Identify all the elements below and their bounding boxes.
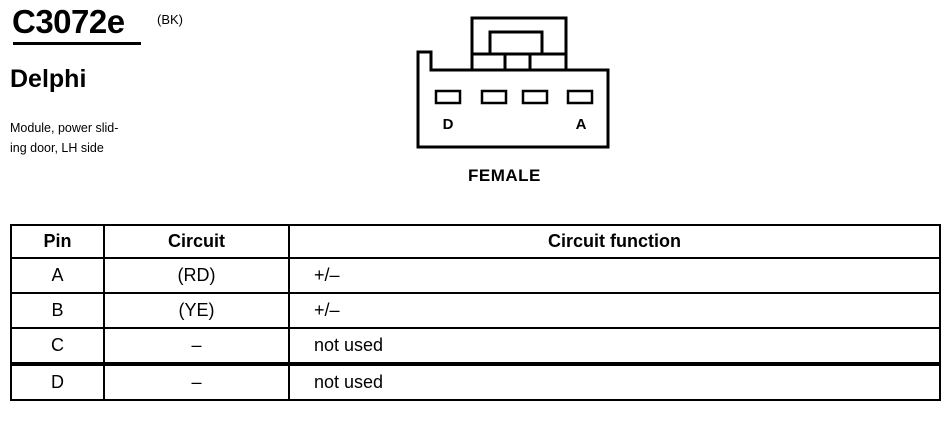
pin-cavity-a [566,89,594,105]
latch-window [488,30,544,56]
pin-cell: B [10,292,105,329]
circuit-cell: – [103,362,290,401]
pin-label-left: D [443,116,454,133]
connector-code: C3072e [12,3,125,40]
code-underline [13,42,141,45]
pin-cavity-b [521,89,549,105]
pin-cell: A [10,257,105,294]
latch-ridge [470,52,507,72]
header-pin: Pin [10,224,105,259]
latch-ridge [503,52,532,72]
manufacturer: Delphi [10,65,87,93]
latch-ridge [528,52,568,72]
pin-cavity-d [434,89,462,105]
header-function: Circuit function [288,224,941,259]
function-cell: +/– [288,257,941,294]
circuit-cell: (RD) [103,257,290,294]
function-cell: +/– [288,292,941,329]
connector-latch [470,16,568,70]
table-row: B (YE) +/– [10,292,941,329]
circuit-cell: – [103,327,290,365]
connector-description: Module, power slid- ing door, LH side [10,121,119,155]
function-cell: not used [288,362,941,401]
circuit-cell: (YE) [103,292,290,329]
pinout-table: Pin Circuit Circuit function A (RD) +/– … [10,224,941,401]
pin-cell: D [10,362,105,401]
connector-body [416,50,610,149]
pin-label-right: A [576,116,587,133]
connector-face-diagram: D A [416,16,610,149]
connector-color: (BK) [157,12,183,27]
pin-cell: C [10,327,105,365]
function-cell: not used [288,327,941,365]
table-row: D – not used [10,362,941,401]
table-header-row: Pin Circuit Circuit function [10,224,941,259]
table-row: A (RD) +/– [10,257,941,294]
table-row: C – not used [10,327,941,365]
header-circuit: Circuit [103,224,290,259]
connector-gender: FEMALE [468,166,541,185]
pin-cavity-c [480,89,508,105]
